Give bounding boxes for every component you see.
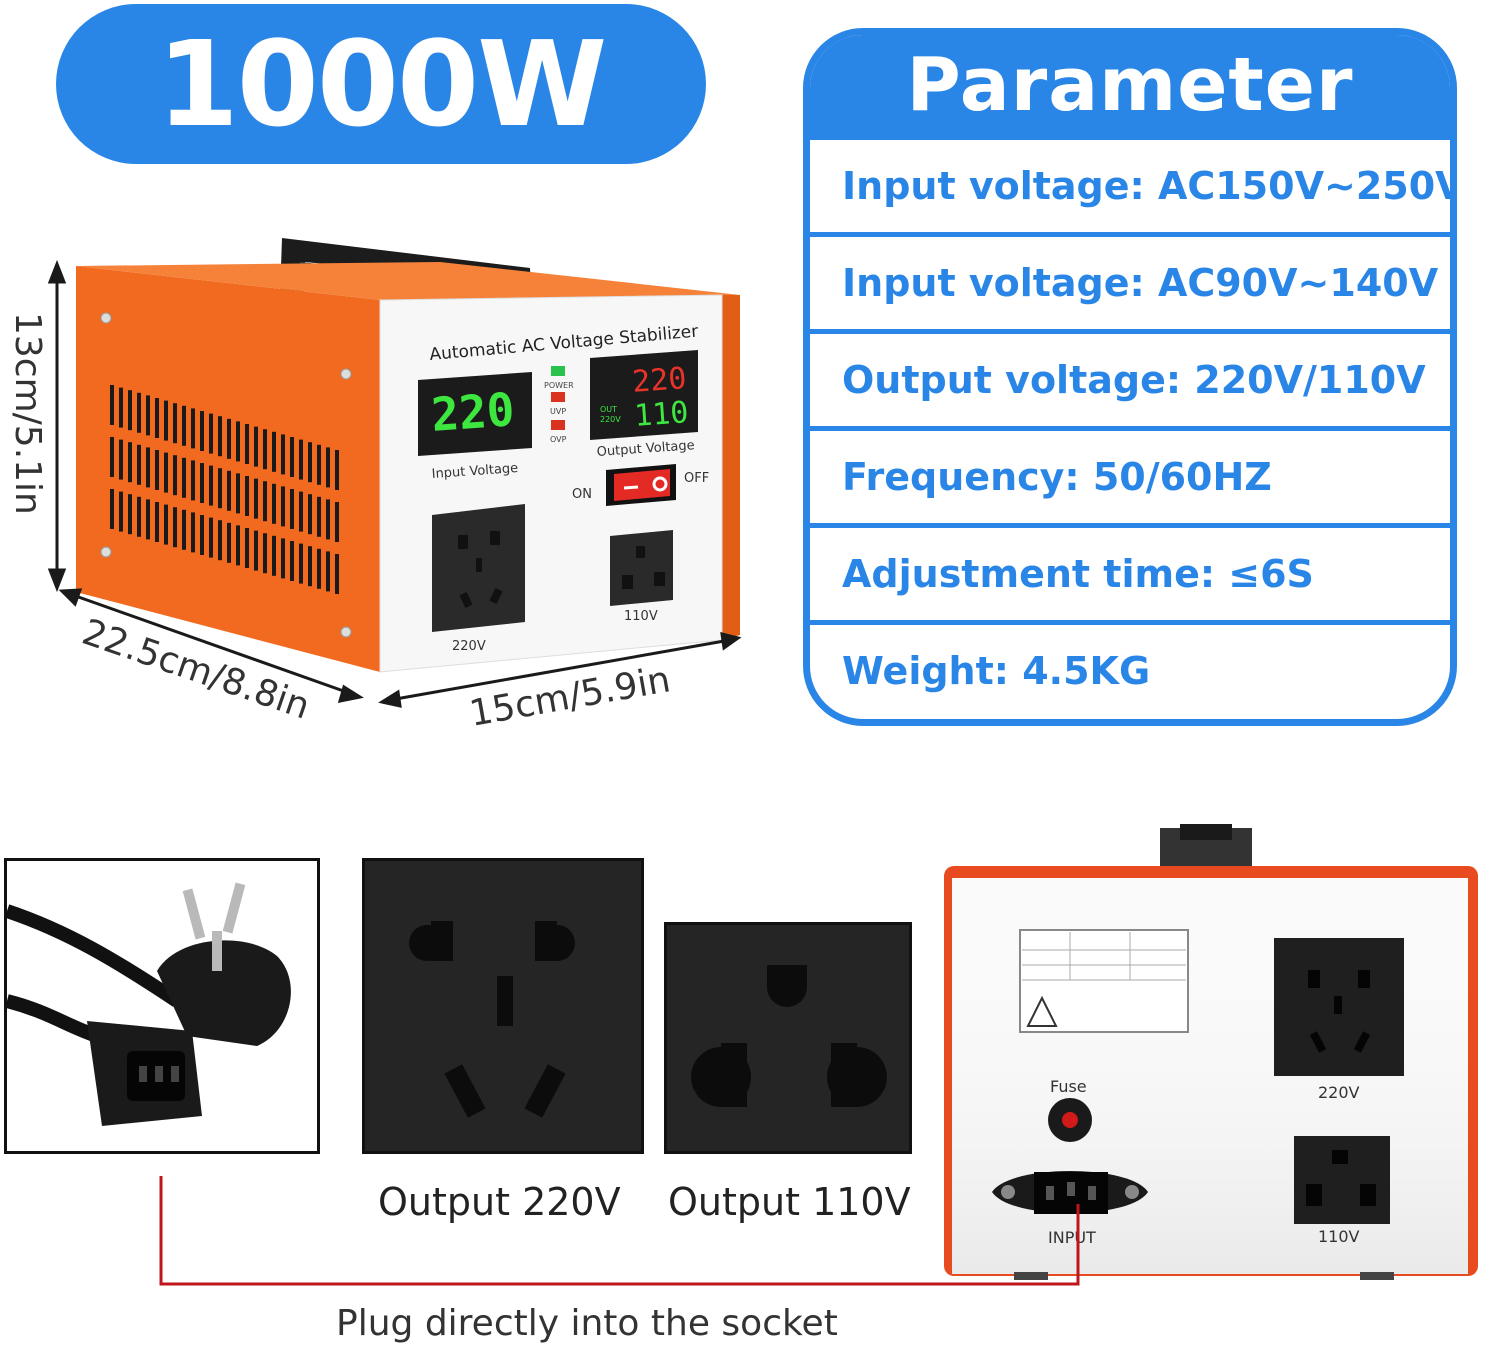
dimension-lines xyxy=(47,259,742,708)
parameter-text: Output voltage: 220V/110V xyxy=(842,358,1426,402)
parameter-row: Weight: 4.5KG xyxy=(810,620,1450,717)
connector-line xyxy=(159,1176,1080,1286)
parameter-row: Input voltage: AC150V~250V xyxy=(810,135,1450,232)
power-cord-box xyxy=(4,858,320,1154)
rear-socket-110v xyxy=(1294,1136,1390,1224)
socket-110v-label: 110V xyxy=(624,609,658,624)
rear-220v-label: 220V xyxy=(1318,1083,1360,1102)
rear-110v-label: 110V xyxy=(1318,1227,1360,1246)
input-voltage-label: Input Voltage xyxy=(431,461,518,482)
power-rating: 1000W xyxy=(156,15,608,153)
uvp-led-label: UVP xyxy=(550,407,566,416)
out-tag: OUT xyxy=(600,405,617,414)
device-rear-illustration: 220V 110V Fuse INPUT xyxy=(944,824,1478,1280)
input-label: INPUT xyxy=(1048,1228,1096,1247)
ovp-led-label: OVP xyxy=(550,435,567,444)
parameter-header: Parameter xyxy=(810,35,1450,135)
input-voltage-reading: 220 xyxy=(430,382,517,442)
parameter-text: Adjustment time: ≤6S xyxy=(842,552,1314,596)
parameter-row: Frequency: 50/60HZ xyxy=(810,426,1450,523)
device-side xyxy=(76,266,380,672)
switch-on-label: ON xyxy=(572,487,592,502)
parameter-text: Frequency: 50/60HZ xyxy=(842,455,1272,499)
spec-label xyxy=(1019,929,1189,1033)
fuse-label: Fuse xyxy=(1050,1077,1087,1096)
socket-110v-icon xyxy=(610,530,673,606)
out-tag-voltage: 220V xyxy=(600,415,621,424)
socket-110v-large-icon xyxy=(691,965,887,1107)
power-badge: 1000W xyxy=(56,4,706,164)
socket-220v-large-icon xyxy=(409,921,575,1118)
voltage-stabilizer-illustration: 220 POWER UVP OVP 220 110 OUT 220V Autom… xyxy=(7,238,742,735)
output-voltage-label: Output Voltage xyxy=(596,438,695,460)
parameter-text: Input voltage: AC90V~140V xyxy=(842,261,1439,305)
input-voltage-display xyxy=(418,372,532,456)
parameter-row: Input voltage: AC90V~140V xyxy=(810,232,1450,329)
parameter-table: Parameter Input voltage: AC150V~250V Inp… xyxy=(803,28,1457,726)
output-220v-caption: Output 220V xyxy=(378,1180,621,1224)
socket-220v-label: 220V xyxy=(452,639,486,654)
parameter-text: Input voltage: AC150V~250V xyxy=(842,164,1457,208)
plug-caption: Plug directly into the socket xyxy=(336,1303,838,1344)
power-led-label: POWER xyxy=(544,381,574,390)
width-dimension: 15cm/5.9in xyxy=(466,659,673,735)
output-110v-caption: Output 110V xyxy=(668,1180,911,1224)
output-220v-socket xyxy=(362,858,644,1154)
parameter-row: Adjustment time: ≤6S xyxy=(810,523,1450,620)
height-dimension: 13cm/5.1in xyxy=(7,312,48,515)
parameter-text: Weight: 4.5KG xyxy=(842,649,1151,693)
parameter-title: Parameter xyxy=(906,42,1354,128)
output-display-bottom: 110 xyxy=(633,395,689,434)
switch-off-label: OFF xyxy=(684,471,709,486)
output-display-top: 220 xyxy=(631,361,687,400)
power-cord-icon xyxy=(4,882,291,1126)
output-110v-socket xyxy=(664,922,912,1154)
parameter-row: Output voltage: 220V/110V xyxy=(810,329,1450,426)
output-voltage-display xyxy=(590,350,698,440)
vent-grille xyxy=(110,385,339,594)
warning-icon xyxy=(1026,995,1058,1027)
